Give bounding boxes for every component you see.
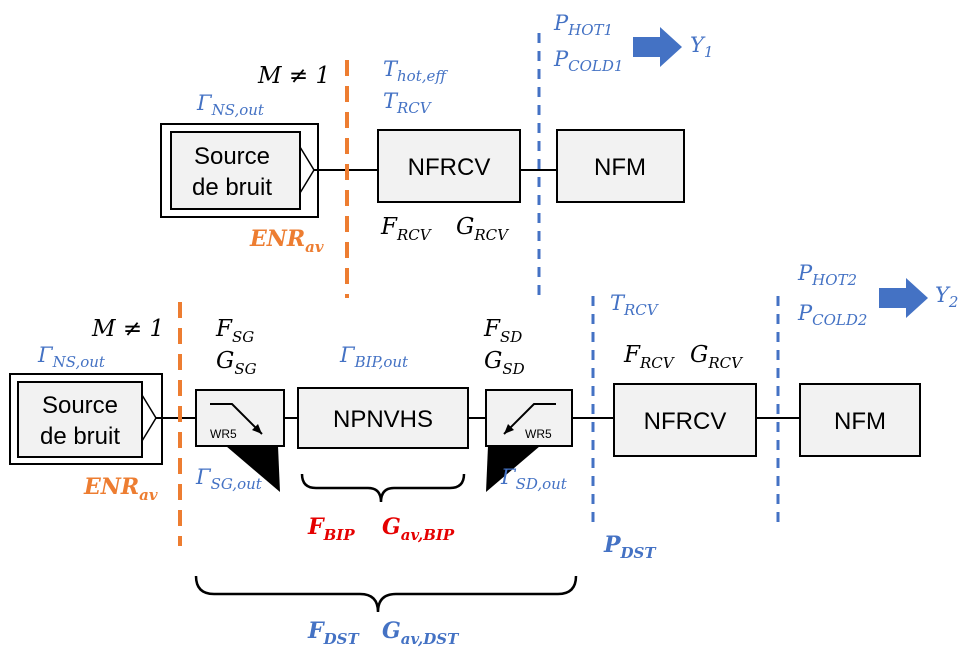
top-f-rcv: FRCV [380, 214, 433, 244]
top-nfm-label: NFM [594, 154, 646, 181]
top-t-rcv: TRCV [383, 89, 433, 117]
bottom-tuner-sd-wedge [486, 446, 540, 492]
top-nfrcv-block: NFRCV [377, 129, 521, 203]
bottom-f-rcv: FRCV [623, 342, 676, 372]
bottom-tuner-sd: WR5 [485, 389, 573, 492]
bottom-g-av-dst: Gav,DST [382, 618, 460, 648]
top-chain: Source de bruit NFRCV NFM M ≠ 1 ΓNS,out … [160, 11, 713, 298]
bottom-f-sd: FSD [483, 316, 522, 346]
bottom-noise-source: Source de bruit [9, 373, 163, 465]
top-source-label-line2: de bruit [192, 174, 272, 201]
top-mismatch-label: M ≠ 1 [257, 63, 330, 89]
top-nfrcv-label: NFRCV [408, 154, 491, 181]
bottom-f-sg: FSG [215, 316, 254, 346]
top-p-cold1: PCOLD1 [553, 47, 623, 75]
bottom-dst-brace [194, 575, 578, 613]
top-noise-source: Source de bruit [160, 123, 319, 218]
bottom-npnvhs-block: NPNVHS [297, 387, 469, 449]
bottom-enr-av: ENRav [83, 474, 158, 504]
bottom-g-rcv: GRCV [690, 342, 744, 372]
bottom-tuner-sg-label: WR5 [210, 427, 237, 441]
bottom-f-bip: FBIP [307, 514, 355, 544]
bottom-p-cold2: PCOLD2 [797, 301, 867, 329]
bottom-y2: Y2 [935, 283, 958, 311]
bottom-g-sg: GSG [216, 348, 257, 378]
bottom-g-av-bip: Gav,BIP [382, 514, 455, 544]
bottom-g-sd: GSD [484, 348, 525, 378]
top-t-hot-eff: Thot,eff [383, 57, 448, 85]
bottom-t-rcv: TRCV [610, 291, 660, 319]
bottom-gamma-bip-out: ΓBIP,out [339, 343, 409, 371]
bottom-nfm-block: NFM [799, 383, 921, 457]
top-y1: Y1 [690, 33, 713, 61]
bottom-p-hot2: PHOT2 [797, 261, 857, 289]
top-source-label-line1: Source [194, 143, 270, 170]
bottom-nfm-label: NFM [834, 408, 886, 435]
bottom-f-dst: FDST [307, 618, 360, 648]
bottom-npnvhs-label: NPNVHS [333, 406, 433, 433]
top-gamma-ns-out: ΓNS,out [196, 91, 265, 119]
bottom-nfrcv-block: NFRCV [613, 383, 757, 457]
bottom-p-dst: PDST [603, 532, 657, 562]
bottom-source-label-line1: Source [42, 392, 118, 419]
bottom-bip-brace [300, 473, 466, 503]
bottom-gamma-sd-out: ΓSD,out [500, 465, 568, 493]
bottom-source-label-line2: de bruit [40, 423, 120, 450]
top-nfm-block: NFM [556, 129, 685, 203]
bottom-right-arrow-icon [879, 278, 928, 318]
bottom-mismatch-label: M ≠ 1 [91, 316, 164, 342]
bottom-tuner-sg-wedge [226, 446, 280, 492]
bottom-tuner-sd-label: WR5 [525, 427, 552, 441]
bottom-tuner-sg: WR5 [195, 389, 285, 492]
bottom-gamma-sg-out: ΓSG,out [195, 465, 263, 493]
top-enr-av: ENRav [249, 226, 324, 256]
top-g-rcv: GRCV [456, 214, 510, 244]
top-p-hot1: PHOT1 [553, 11, 613, 39]
bottom-gamma-ns-out: ΓNS,out [37, 343, 106, 371]
top-right-arrow-icon [633, 27, 682, 67]
bottom-nfrcv-label: NFRCV [644, 408, 727, 435]
bottom-chain: Source de bruit WR5 NPNVHS WR5 [9, 261, 958, 648]
